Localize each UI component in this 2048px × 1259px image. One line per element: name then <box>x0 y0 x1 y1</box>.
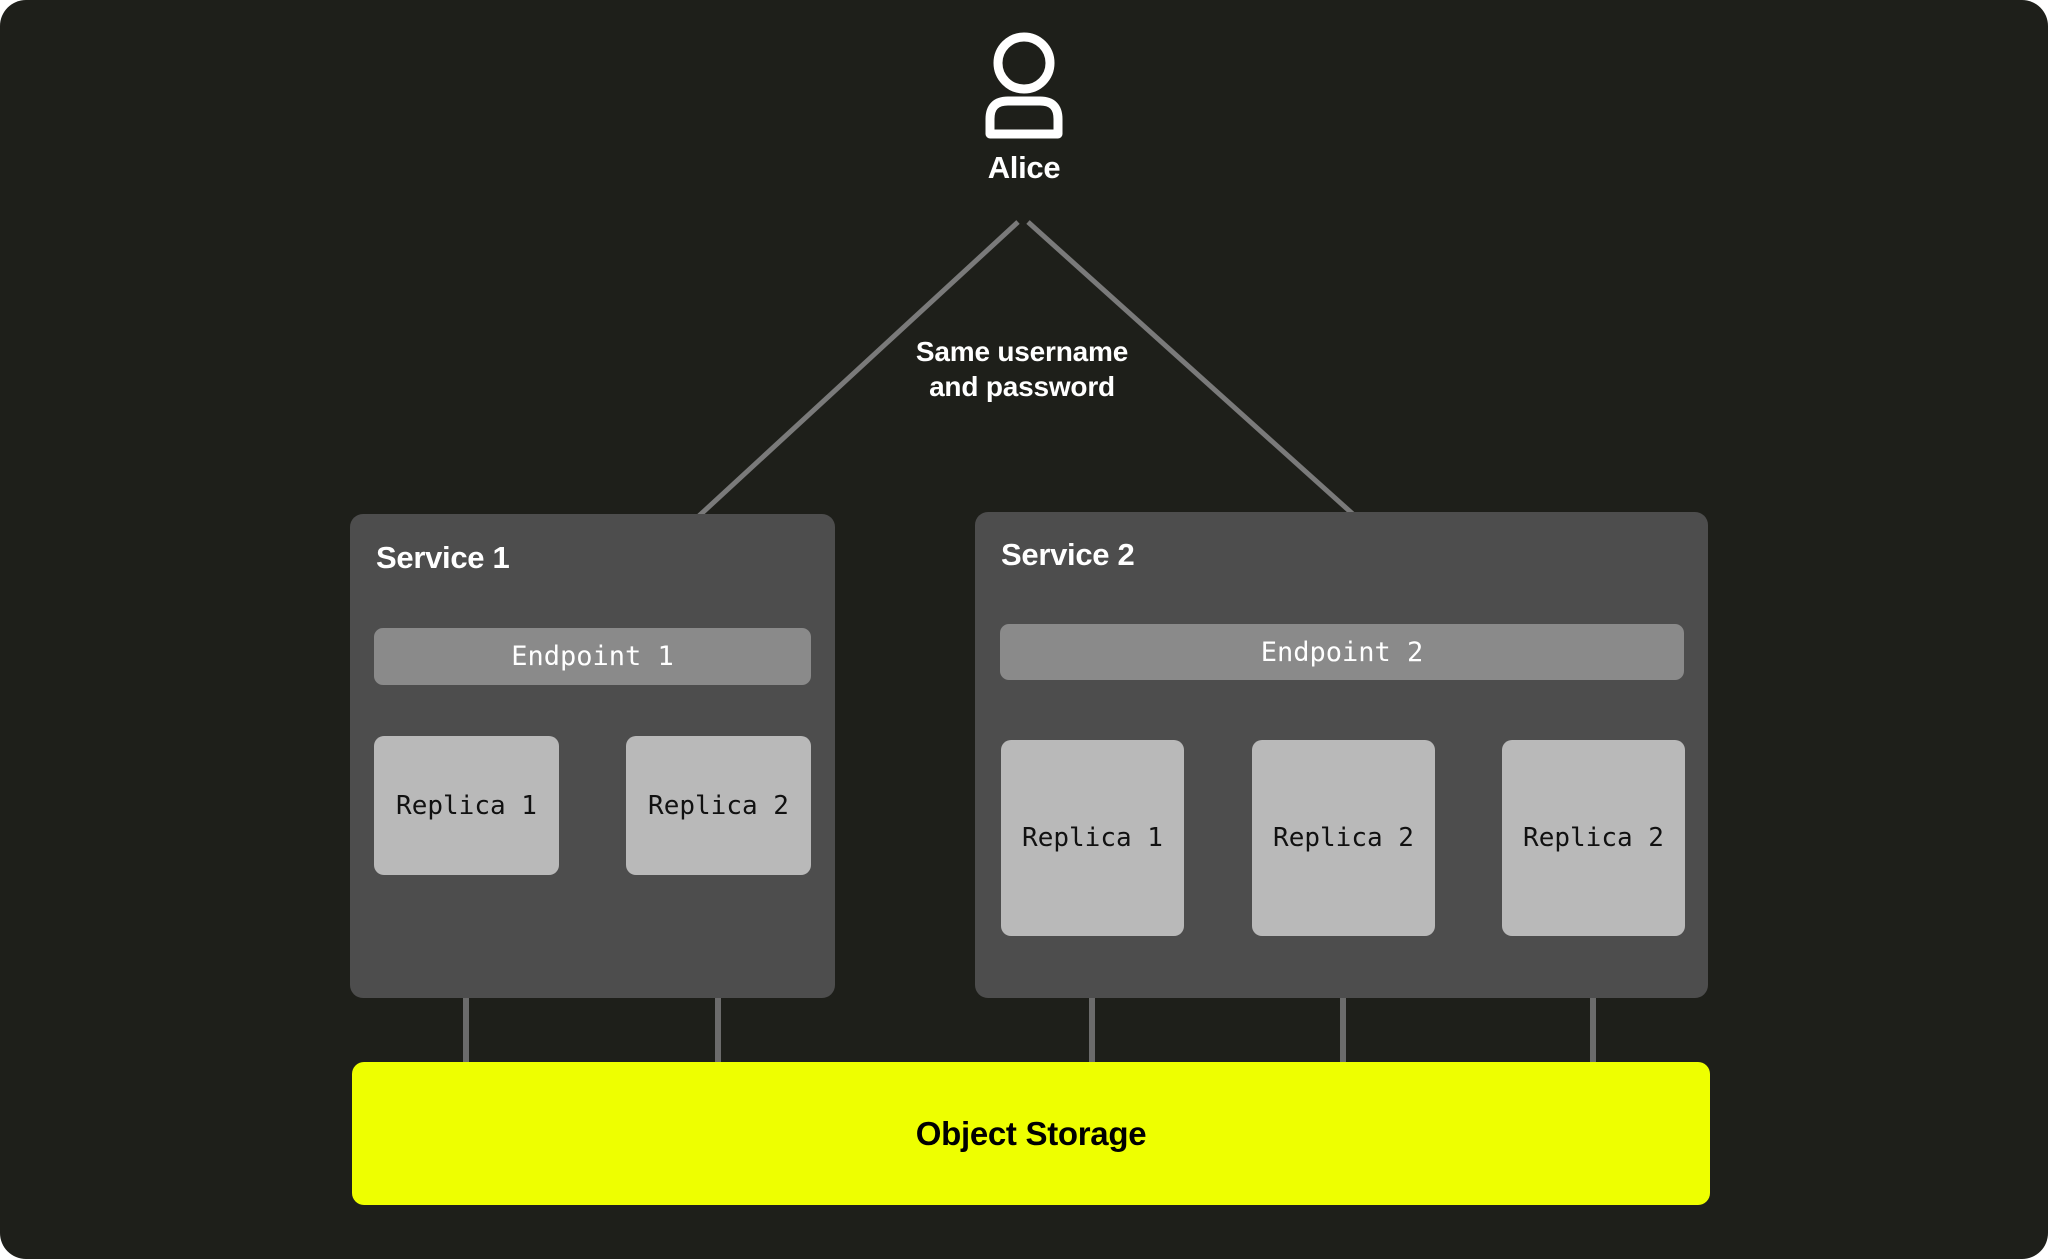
service-card-2[interactable]: Service 2 Endpoint 2 Replica 1 Replica 2… <box>975 512 1708 998</box>
endpoint-1[interactable]: Endpoint 1 <box>374 628 811 685</box>
object-storage-bar[interactable]: Object Storage <box>352 1062 1710 1205</box>
endpoint-2[interactable]: Endpoint 2 <box>1000 624 1684 680</box>
service-1-title: Service 1 <box>376 540 510 575</box>
service-card-1[interactable]: Service 1 Endpoint 1 Replica 1 Replica 2 <box>350 514 835 998</box>
actor-name: Alice <box>987 150 1061 185</box>
actor-alice: Alice <box>924 30 1124 186</box>
service-2-replica-1[interactable]: Replica 1 <box>1001 740 1184 936</box>
service-2-replica-2[interactable]: Replica 2 <box>1252 740 1435 936</box>
flow-note-line-1: Same username <box>915 336 1129 367</box>
person-icon <box>985 32 1063 139</box>
service-1-replica-2[interactable]: Replica 2 <box>626 736 811 875</box>
flow-note: Same username and password <box>812 334 1232 405</box>
service-1-replica-1[interactable]: Replica 1 <box>374 736 559 875</box>
service-2-replica-3[interactable]: Replica 2 <box>1502 740 1685 936</box>
flow-note-line-2: and password <box>929 371 1115 403</box>
object-storage-label: Object Storage <box>915 1114 1147 1152</box>
service-2-title: Service 2 <box>1001 537 1135 572</box>
